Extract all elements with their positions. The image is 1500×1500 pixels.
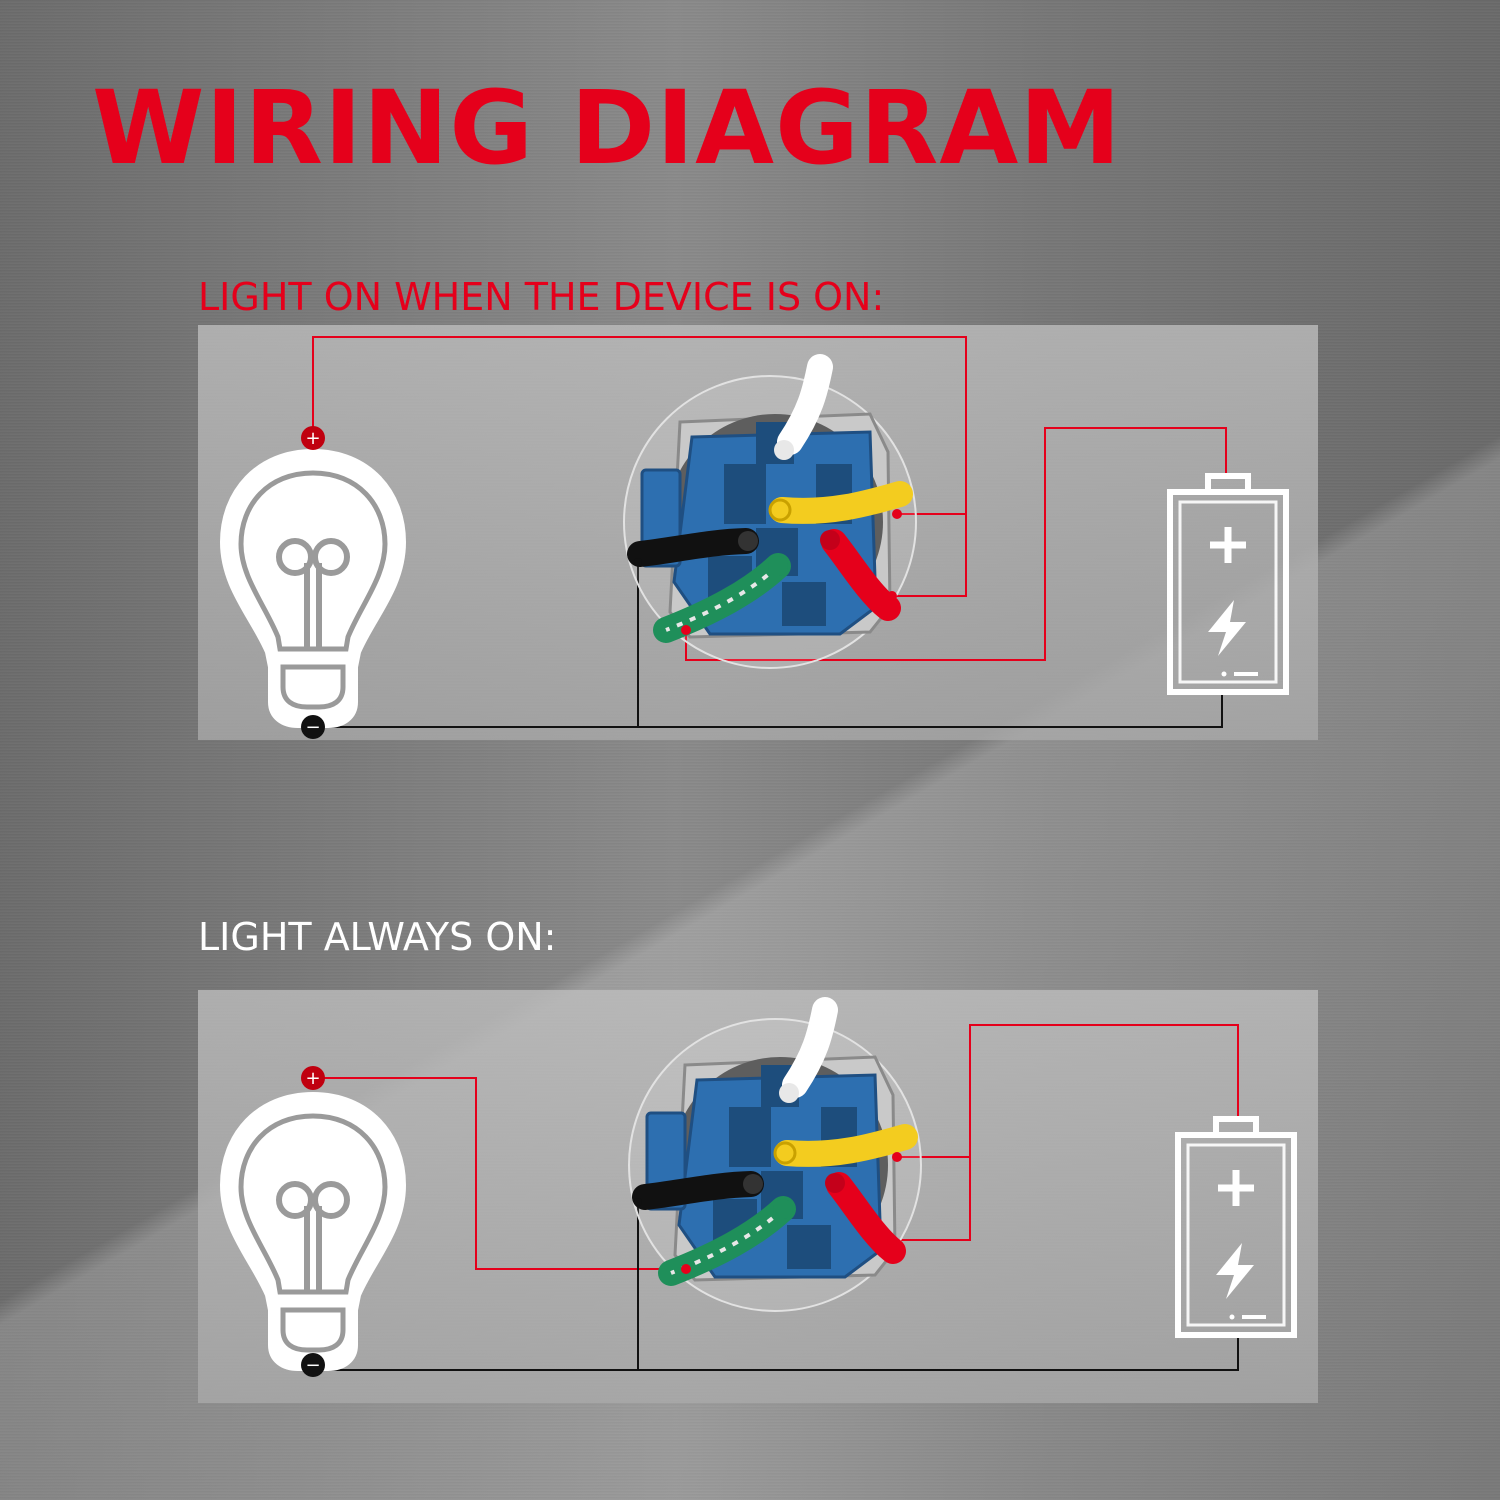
svg-text:−: −	[305, 717, 320, 738]
diagram-always-on: + −	[223, 1010, 1294, 1377]
light-bulb-icon	[223, 1095, 403, 1368]
section-label-device-on: LIGHT ON WHEN THE DEVICE IS ON:	[198, 275, 885, 319]
battery-icon	[1170, 476, 1286, 692]
diagram-device-on: + −	[223, 336, 1286, 739]
push-button-switch-connector	[629, 1010, 921, 1311]
section-label-always-on: LIGHT ALWAYS ON:	[198, 915, 557, 959]
svg-text:+: +	[305, 1068, 320, 1089]
battery-icon	[1178, 1119, 1294, 1335]
positive-terminal: +	[301, 426, 325, 450]
negative-terminal: −	[301, 715, 325, 739]
push-button-switch-connector	[624, 367, 916, 668]
page-title: WIRING DIAGRAM	[92, 69, 1122, 188]
negative-terminal: −	[301, 1353, 325, 1377]
svg-text:−: −	[305, 1355, 320, 1376]
svg-text:+: +	[305, 428, 320, 449]
light-bulb-icon	[223, 452, 403, 725]
positive-terminal: +	[301, 1066, 325, 1090]
